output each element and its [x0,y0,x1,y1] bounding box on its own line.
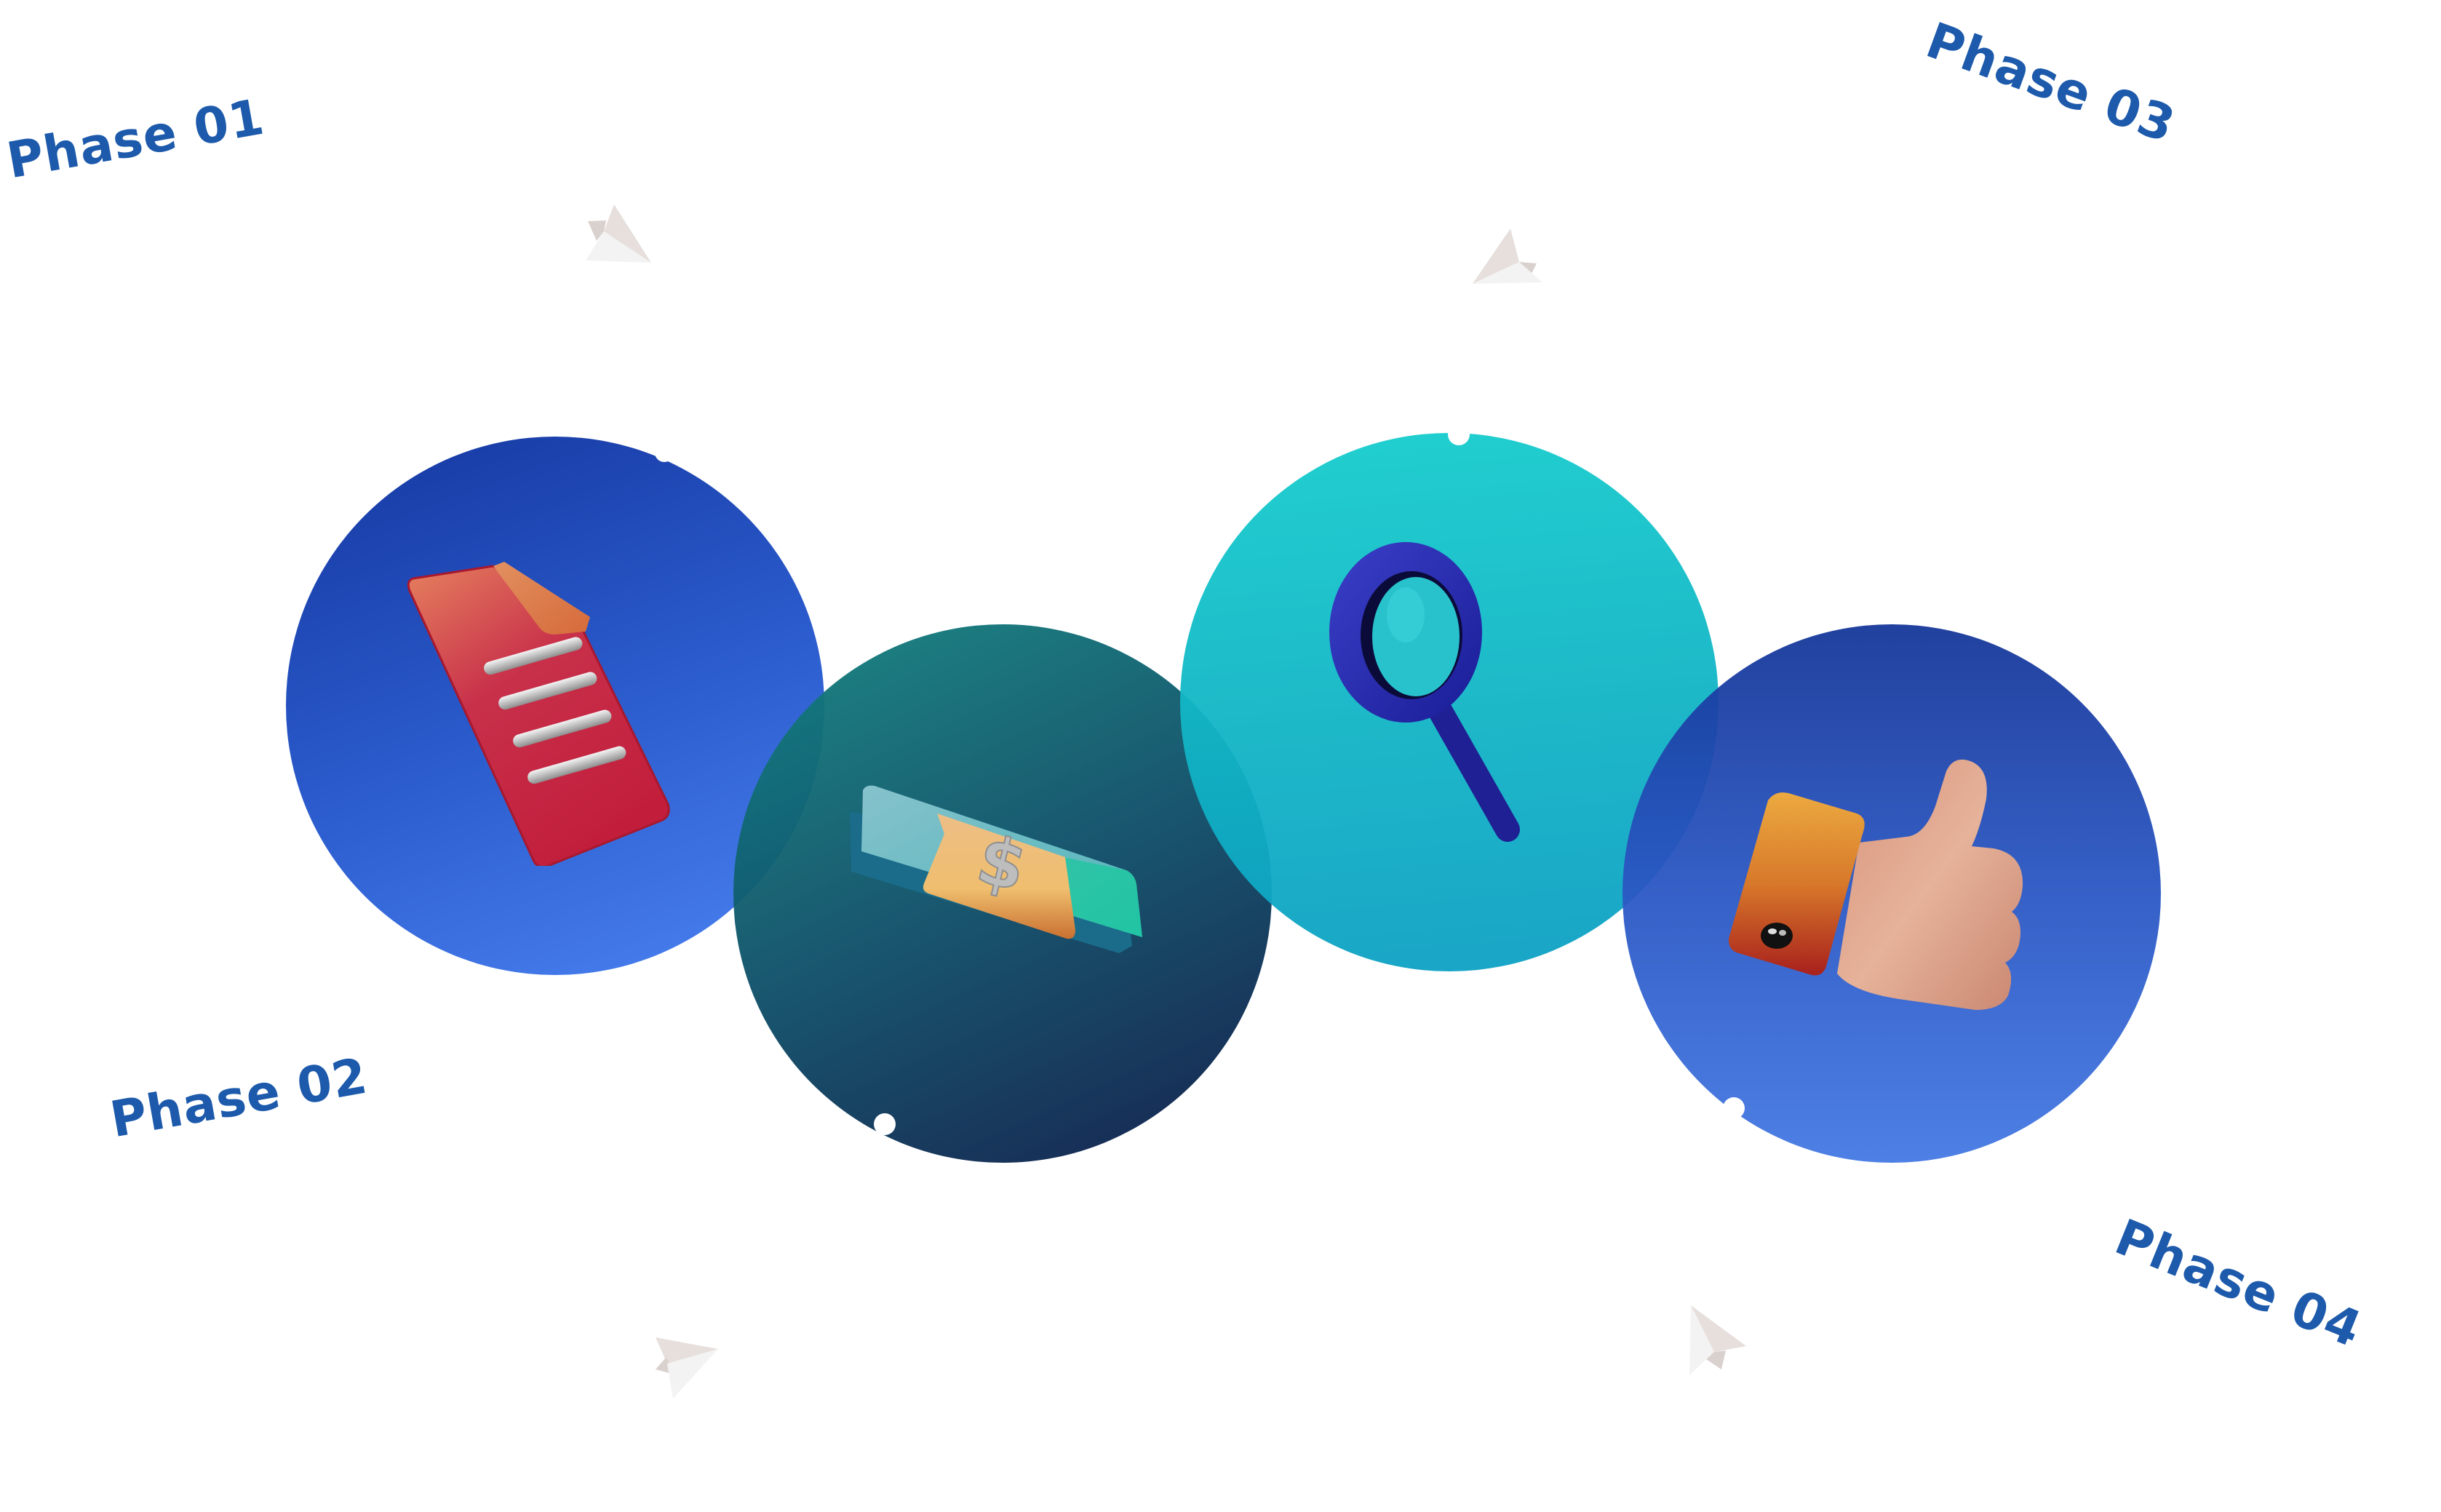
paper-plane-icon [586,204,651,263]
paper-plane-icon [1689,1305,1746,1375]
timeline-dot [874,1113,896,1135]
phase-02-label: Phase 02 [105,1047,373,1150]
magnifier-icon [1329,542,1520,842]
timeline-dot [1448,423,1470,445]
document-icon [407,562,670,866]
phase-04-circle [1622,624,2161,1163]
thumbs-up-icon [1728,759,2023,1010]
phase-03-label: Phase 03 [1919,12,2183,155]
money-stack-icon: $ [850,785,1142,953]
timeline-dot [1723,1097,1745,1119]
phase-01-label: Phase 01 [2,88,269,191]
timeline-dot [655,443,674,462]
paper-plane-icon [656,1337,718,1398]
paper-plane-icon [1473,228,1542,284]
phase-04-label: Phase 04 [2107,1209,2370,1359]
phase-02-circle: $ [733,624,1272,1163]
